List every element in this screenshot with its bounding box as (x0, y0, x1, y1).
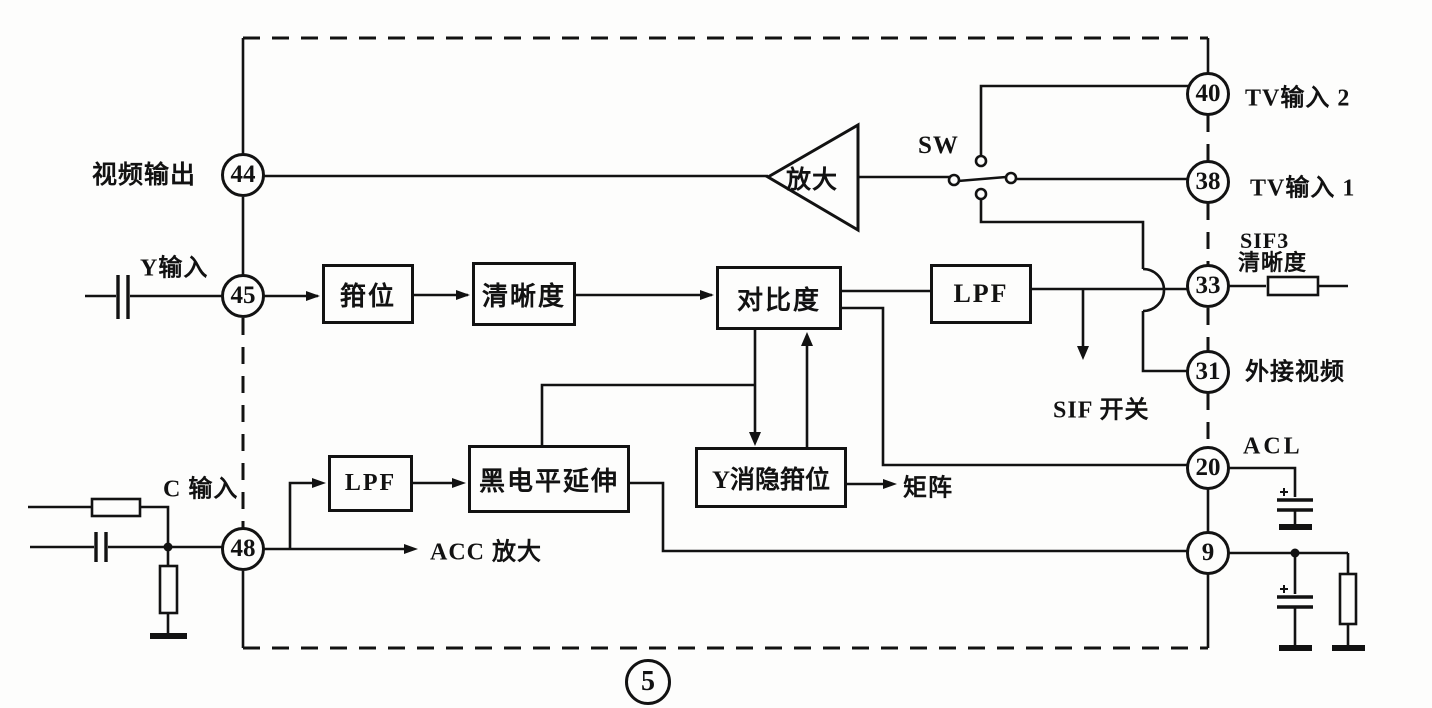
label-sif3-line2: 清晰度 (1238, 250, 1308, 275)
block-lpf-top-label: LPF (953, 279, 1009, 308)
pin-33: 33 (1186, 264, 1230, 308)
block-lpf-bottom: LPF (328, 455, 413, 512)
figure-number: 5 (625, 659, 671, 705)
block-black-level-extend: 黑电平延伸 (468, 445, 630, 513)
ic-dashed-boundary (241, 36, 1210, 650)
block-y-blank-clamp: Y消隐箝位 (695, 447, 847, 508)
block-black-level-extend-label: 黑电平延伸 (478, 466, 619, 496)
pin-9: 9 (1186, 531, 1230, 575)
label-tv-in-2: TV输入 2 (1245, 85, 1351, 112)
block-sharpness-label: 清晰度 (481, 281, 566, 311)
pin-45: 45 (221, 274, 265, 318)
label-acl: ACL (1243, 433, 1303, 460)
pin-40: 40 (1186, 72, 1230, 116)
pin-48: 48 (221, 527, 265, 571)
label-sw: SW (918, 132, 959, 159)
block-clamp-label: 箝位 (339, 281, 396, 311)
label-ext-video: 外接视频 (1245, 359, 1345, 386)
pin-20: 20 (1186, 446, 1230, 490)
amplifier-triangle (765, 122, 860, 233)
label-y-in: Y输入 (140, 255, 209, 282)
block-y-blank-clamp-label: Y消隐箝位 (711, 466, 831, 494)
block-lpf-bottom-label: LPF (344, 470, 397, 496)
label-tv-in-1: TV输入 1 (1250, 175, 1356, 202)
pin-38: 38 (1186, 160, 1230, 204)
block-lpf-top: LPF (930, 264, 1032, 324)
block-contrast-label: 对比度 (736, 285, 821, 315)
label-video-out: 视频输出 (92, 162, 197, 189)
block-contrast: 对比度 (716, 266, 842, 330)
label-c-in: C 输入 (163, 476, 239, 503)
label-sif-switch: SIF 开关 (1053, 397, 1150, 424)
arrowheads (306, 290, 1089, 554)
pin-31: 31 (1186, 350, 1230, 394)
ground-symbols (150, 524, 1365, 651)
block-sharpness: 清晰度 (472, 262, 576, 326)
switch-contacts (947, 154, 1018, 201)
label-matrix: 矩阵 (903, 475, 953, 502)
label-sif3-line1: SIF3 (1240, 228, 1290, 253)
block-clamp: 箝位 (322, 264, 414, 324)
label-amp: 放大 (785, 167, 839, 194)
label-acc-amp: ACC 放大 (430, 539, 542, 566)
junction-dots (163, 542, 1300, 558)
pin-44: 44 (221, 153, 265, 197)
